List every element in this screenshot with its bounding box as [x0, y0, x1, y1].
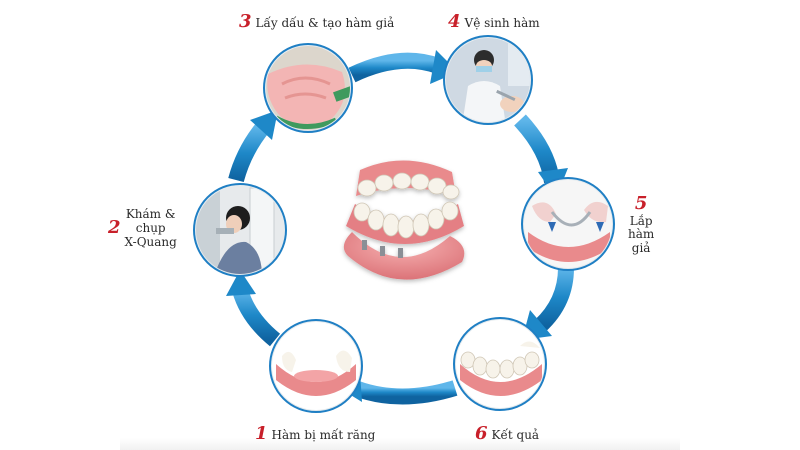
step-4-text: Vệ sinh hàm [464, 16, 540, 30]
arrow-3-to-4-head [430, 50, 458, 84]
bottom-shadow-band [120, 438, 680, 450]
step-2-text-line-3: X-Quang [124, 234, 177, 249]
arrow-3-to-4 [348, 52, 441, 83]
arrow-2-to-3 [228, 120, 271, 183]
step-1-number: 1 [255, 423, 268, 444]
step-3-circle [263, 43, 353, 133]
step-2-text-line-2: chụp [135, 220, 166, 235]
step-2-number: 2 [108, 217, 121, 239]
arrow-5-to-6 [534, 267, 574, 332]
arrow-2-to-3-head [250, 110, 278, 140]
center-denture-illustration [343, 160, 465, 280]
arrow-1-to-2 [232, 287, 281, 347]
arrow-6-to-1 [352, 380, 458, 405]
step-5-text-line-2: hàm [628, 227, 655, 242]
step-4-circle [443, 35, 533, 125]
dentist-photo [446, 38, 530, 122]
step-6-circle [453, 317, 547, 411]
cycle-arrows [226, 50, 574, 405]
step-1-text: Hàm bị mất răng [271, 428, 376, 442]
arrow-1-to-2-head [226, 270, 256, 296]
step-3-number: 3 [239, 11, 252, 32]
step-2-circle [193, 183, 287, 277]
step-6-text: Kết quả [491, 428, 540, 442]
step-2-text-line-1: Khám & [125, 207, 176, 221]
denture-fitting-image [524, 180, 612, 268]
step-5-number: 5 [634, 193, 648, 214]
missing-teeth-image [272, 322, 360, 410]
step-6-number: 6 [475, 423, 488, 444]
step-5-circle [521, 177, 615, 271]
step-5-text-line-1: Lắp [629, 213, 653, 228]
result-teeth-image [456, 320, 544, 408]
step-3-text: Lấy dấu & tạo hàm giả [255, 16, 395, 30]
step-1-circle [269, 319, 363, 413]
step-5-text-line-3: giả [631, 241, 651, 256]
xray-photo [196, 186, 284, 274]
step-4-number: 4 [448, 11, 461, 32]
step-5-label: 5 Lắp hàm giả [628, 193, 655, 256]
